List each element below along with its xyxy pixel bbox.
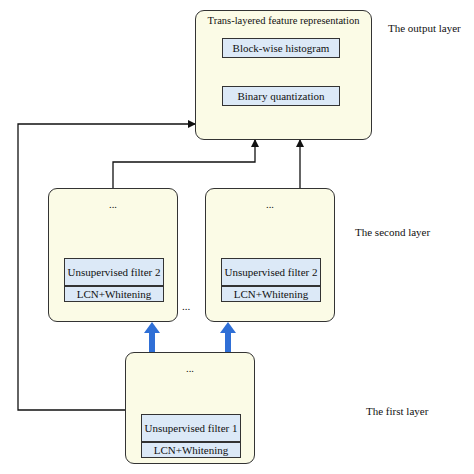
layer-label: The first layer bbox=[366, 405, 428, 417]
feature-link bbox=[113, 140, 255, 188]
layer-label: The second layer bbox=[355, 226, 430, 238]
output-layer-box: Trans-layered feature representationBloc… bbox=[195, 10, 372, 140]
box-text: LCN+Whitening bbox=[154, 444, 229, 456]
feature-link bbox=[300, 140, 301, 188]
box-text: LCN+Whitening bbox=[77, 288, 152, 300]
box-text: LCN+Whitening bbox=[234, 288, 309, 300]
box-heading: ... bbox=[49, 199, 177, 211]
box-text: Unsupervised filter 2 bbox=[68, 266, 161, 278]
first-layer-box: ... Unsupervised filter 1 LCN+Whitening bbox=[125, 352, 255, 464]
box-heading: Trans-layered feature representation bbox=[196, 15, 371, 27]
filter-box: Unsupervised filter 2 bbox=[64, 258, 164, 286]
process-box: LCN+Whitening bbox=[141, 442, 241, 458]
box-text: Unsupervised filter 2 bbox=[225, 266, 318, 278]
box-text: Binary quantization bbox=[237, 90, 324, 102]
second-layer-box: ... Unsupervised filter 2 LCN+Whitening bbox=[48, 188, 178, 322]
filter-box: Unsupervised filter 2 bbox=[221, 258, 321, 286]
box-heading: ... bbox=[206, 199, 334, 211]
process-box: LCN+Whitening bbox=[64, 286, 164, 302]
box-heading: ... bbox=[126, 363, 254, 375]
flow-arrow bbox=[144, 322, 160, 352]
ellipsis: ... bbox=[182, 300, 190, 312]
filter-box: Unsupervised filter 1 bbox=[141, 414, 241, 442]
process-box: Binary quantization bbox=[222, 86, 340, 106]
process-box: LCN+Whitening bbox=[221, 286, 321, 302]
box-text: Unsupervised filter 1 bbox=[145, 422, 238, 434]
second-layer-box: ... Unsupervised filter 2 LCN+Whitening bbox=[205, 188, 335, 322]
flow-arrow bbox=[220, 322, 236, 352]
layer-label: The output layer bbox=[388, 22, 461, 34]
process-box: Block-wise histogram bbox=[222, 38, 340, 58]
box-text: Block-wise histogram bbox=[233, 42, 330, 54]
